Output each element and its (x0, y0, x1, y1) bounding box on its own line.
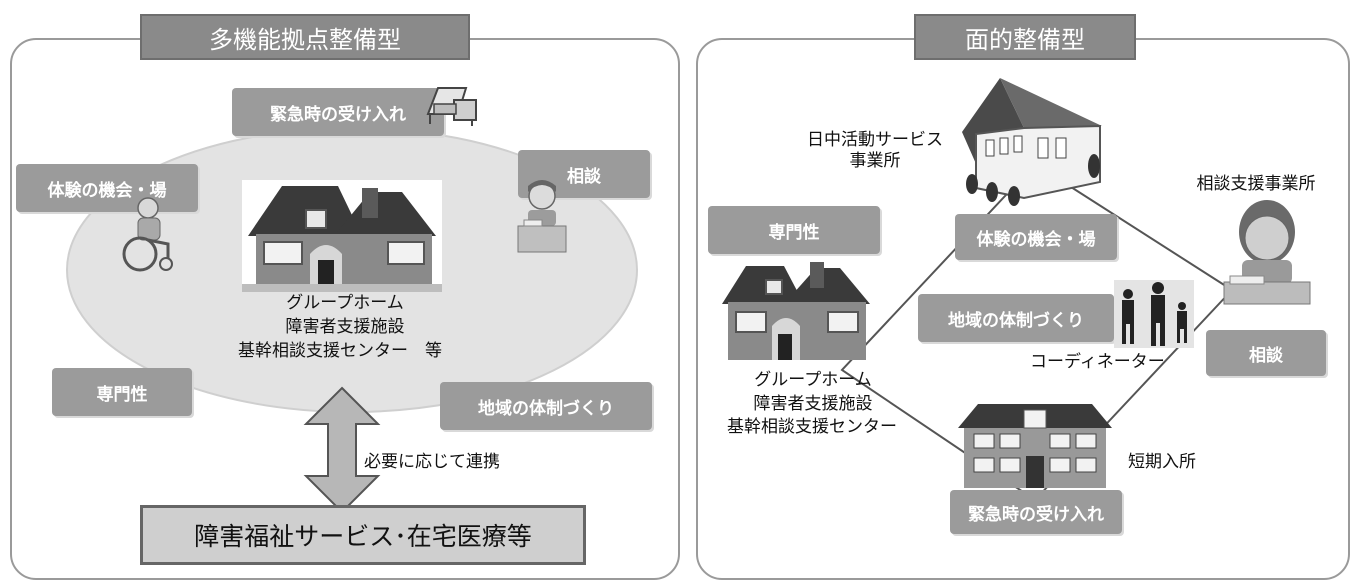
right-label-emergency: 緊急時の受け入れ (950, 490, 1122, 534)
wheelchair-person-icon (122, 197, 173, 272)
consult-office-text: 相談支援事業所 (1196, 174, 1316, 194)
left-label-expertise: 専門性 (52, 368, 192, 416)
left-center-line-2: 障害者支援施設 (285, 317, 405, 337)
left-center-line-1: グループホーム (286, 293, 404, 313)
right-label-experience: 体験の機会・場 (955, 214, 1117, 260)
left-label-emergency: 緊急時の受け入れ (232, 88, 444, 136)
bed-icon (426, 87, 477, 126)
short-stay-building-icon (958, 404, 1112, 488)
right-group-line-2: 障害者支援施設 (753, 394, 873, 414)
right-group-line-3: 基幹相談支援センター (727, 417, 897, 437)
left-label-experience: 体験の機会・場 (16, 164, 198, 212)
short-stay-text: 短期入所 (1128, 452, 1196, 472)
consult-office-person-icon (1223, 200, 1311, 305)
right-group-line-1: グループホーム (754, 370, 872, 390)
day-activity-line-2: 事業所 (849, 151, 901, 171)
left-center-line-3: 基幹相談支援センター 等 (238, 341, 442, 361)
day-activity-line-1: 日中活動サービス (807, 130, 943, 150)
consultant-person-icon (517, 180, 567, 253)
left-title: 多機能拠点整備型 (140, 14, 470, 60)
right-group-home-house-icon (722, 262, 870, 360)
right-label-consult: 相談 (1206, 330, 1326, 376)
arrow-note: 必要に応じて連携 (364, 452, 500, 472)
coordinator-people-icon (1114, 280, 1194, 348)
left-label-community: 地域の体制づくり (440, 382, 652, 430)
group-home-house-icon (242, 180, 442, 292)
coordinator-text: コーディネーター (1030, 352, 1165, 372)
right-label-expertise: 専門性 (708, 206, 880, 254)
right-title: 面的整備型 (914, 14, 1136, 60)
day-activity-building-icon (962, 78, 1102, 206)
right-label-community: 地域の体制づくり (918, 294, 1114, 342)
bottom-services-box: 障害福祉サービス･在宅医療等 (140, 505, 586, 565)
